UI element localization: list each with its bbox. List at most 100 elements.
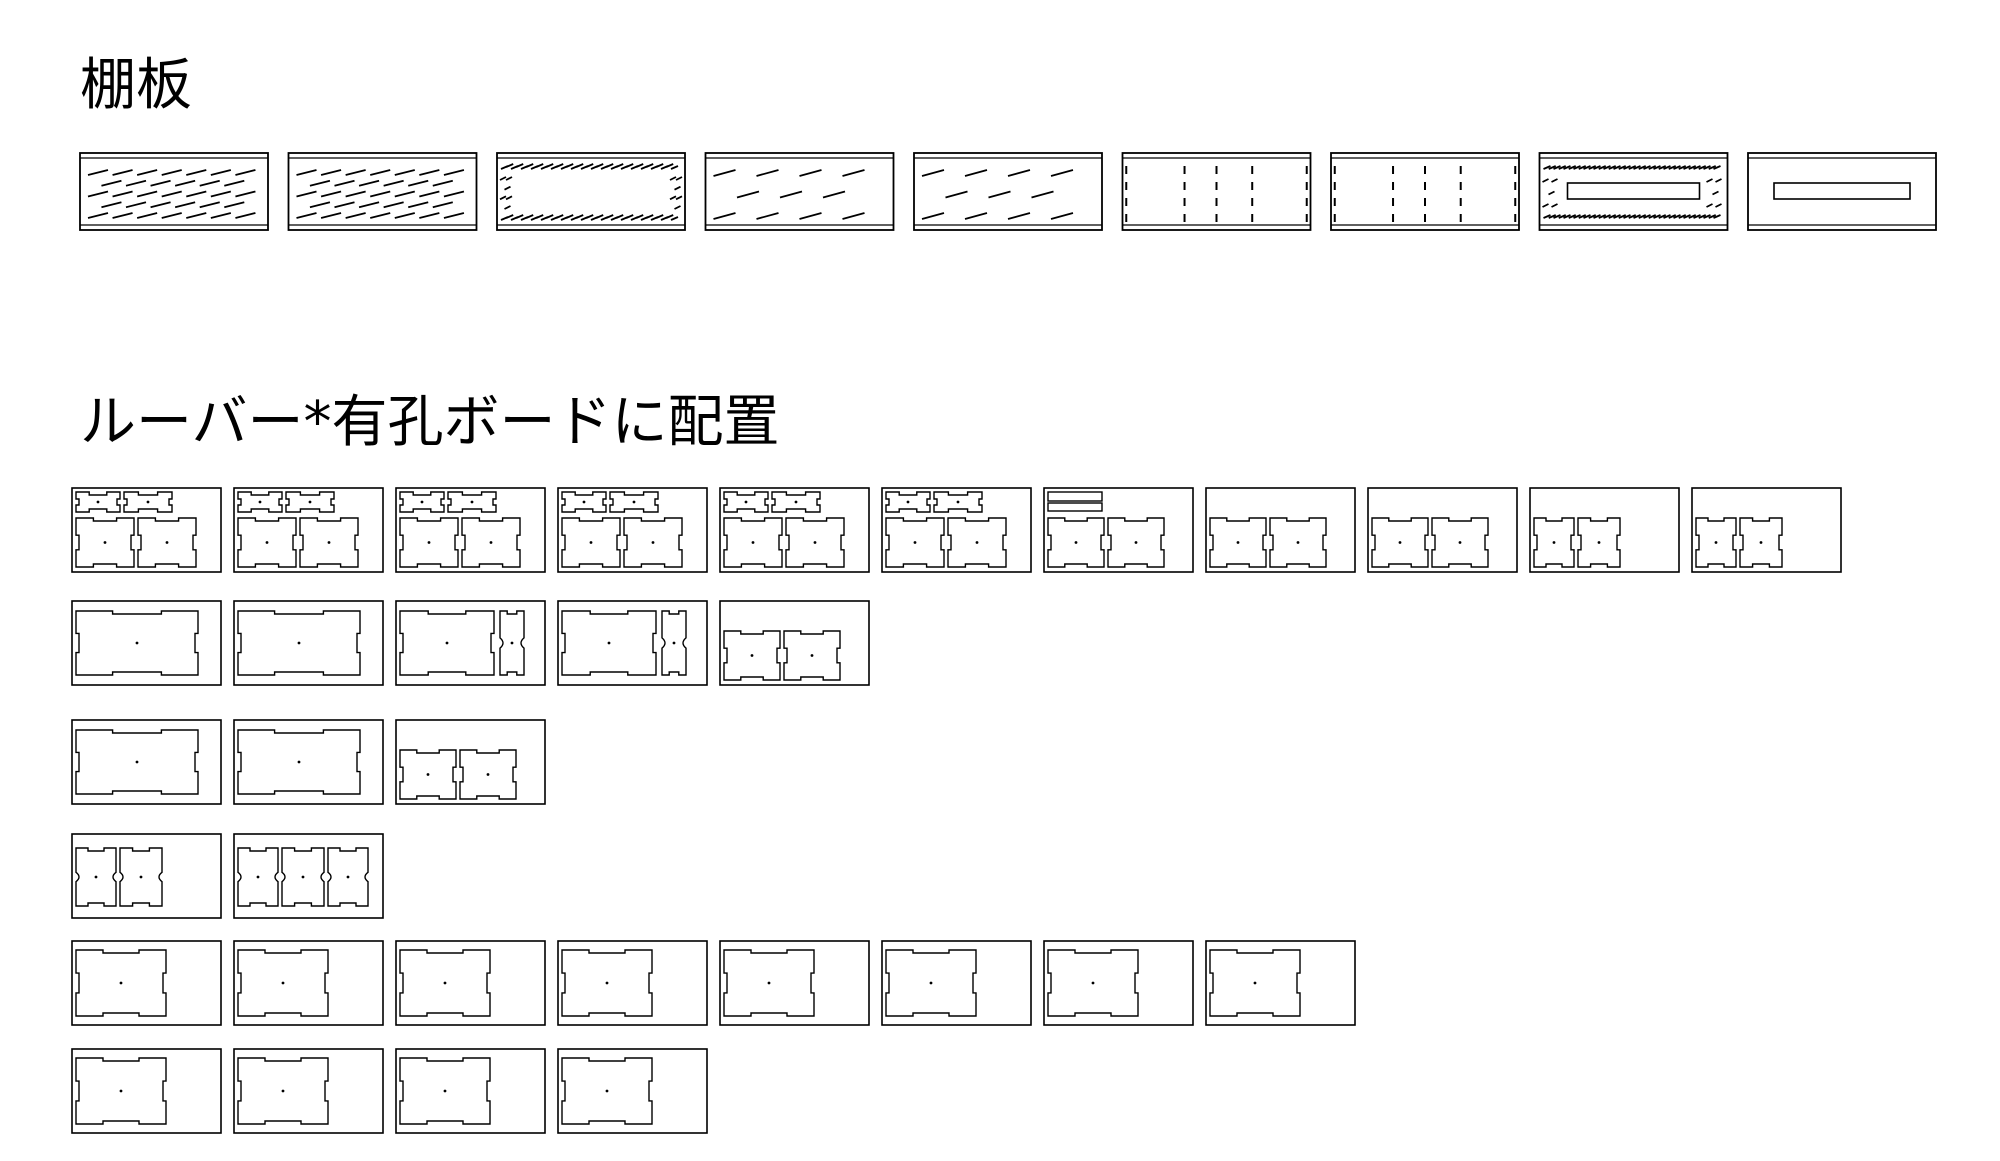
hatch-stroke [150, 201, 171, 209]
hatch-stroke [842, 212, 865, 220]
hatch-stroke [535, 163, 544, 168]
single-panel [75, 1057, 167, 1125]
panel-marker [94, 875, 98, 879]
wide-panel [75, 729, 199, 795]
hatch-stroke [635, 214, 644, 219]
panel-marker [427, 541, 431, 544]
hatch-stroke [1573, 214, 1581, 219]
hatch-stroke [1678, 214, 1687, 219]
panel-marker [327, 541, 331, 544]
hatch-stroke [1578, 165, 1587, 170]
hatch-stroke [101, 179, 122, 187]
louver-board [1205, 940, 1356, 1026]
panel-marker [1458, 541, 1462, 544]
louver-board [1043, 940, 1194, 1026]
hatch-stroke [125, 201, 147, 209]
louver-board [71, 1048, 222, 1134]
narrow-panel [327, 847, 369, 907]
hatch-stroke [369, 190, 391, 198]
panel-marker [1091, 981, 1095, 985]
hatch-stroke [161, 212, 182, 219]
hatch-stroke [1007, 212, 1031, 220]
hatch-stroke [87, 212, 109, 219]
hatch-stroke [504, 205, 511, 210]
hatch-stroke [1643, 214, 1651, 219]
panel-marker [751, 541, 755, 544]
large-panel [461, 517, 521, 568]
small-panel [123, 491, 173, 513]
panel-marker [1074, 541, 1078, 544]
hatch-stroke [1618, 165, 1627, 170]
panel-marker [794, 500, 798, 504]
panel-marker [281, 981, 285, 985]
hatch-stroke [112, 190, 133, 198]
hatch-stroke [1613, 214, 1621, 219]
hatch-stroke [615, 163, 624, 168]
panel-marker [810, 654, 814, 657]
hatch-stroke [334, 179, 355, 187]
shelf-board [79, 152, 269, 231]
hatch-stroke [822, 190, 846, 199]
large-panel [785, 517, 845, 568]
single-panel [75, 949, 167, 1017]
hatch-stroke [499, 195, 507, 201]
hatch-stroke [505, 176, 513, 181]
panel-marker [956, 500, 960, 504]
hatch-stroke [1668, 165, 1677, 170]
strip-panel [499, 610, 525, 676]
hatch-stroke [799, 212, 822, 220]
hatch-stroke [565, 214, 574, 219]
hatch-stroke [224, 179, 245, 187]
large-panel [623, 517, 683, 568]
single-panel [237, 949, 329, 1017]
louver-board [557, 600, 708, 686]
louver-board [71, 719, 222, 805]
shelf-board [496, 152, 686, 231]
hatch-stroke [964, 212, 988, 220]
hatch-stroke [1713, 165, 1721, 170]
single-panel [885, 949, 977, 1017]
louver-board-outline [1367, 487, 1518, 573]
panel-marker [1759, 541, 1763, 544]
shelf-board-outline [79, 152, 269, 231]
large-panel [1107, 517, 1165, 568]
large-panel [137, 517, 197, 568]
hatch-stroke [1578, 214, 1587, 219]
hatch-stroke [320, 212, 342, 219]
small-panel [285, 491, 335, 513]
hatch-stroke [358, 179, 380, 187]
louver-board-outline [395, 940, 546, 1026]
panel-marker [607, 641, 611, 645]
panel-marker [1134, 541, 1138, 544]
louver-board-outline [233, 940, 384, 1026]
hatch-stroke [505, 163, 514, 168]
hatch-stroke [199, 179, 220, 187]
narrow-panel [1533, 517, 1575, 568]
hatch-stroke [1653, 214, 1661, 219]
hatch-stroke [150, 179, 171, 187]
small-panel [399, 491, 445, 513]
panel-marker [1597, 541, 1601, 544]
hatch-stroke [669, 176, 677, 181]
shelf-board-outline [704, 152, 895, 231]
hatch-stroke [1643, 165, 1651, 170]
panel-marker [297, 641, 301, 645]
hatch-stroke [407, 179, 429, 187]
hatch-stroke [235, 169, 256, 176]
louver-board-outline [71, 719, 222, 805]
hatch-stroke [669, 195, 677, 201]
hatch-stroke [665, 163, 674, 168]
hatch-stroke [87, 190, 109, 198]
hatch-stroke [1648, 165, 1657, 170]
hatch-stroke [174, 179, 196, 187]
hatch-stroke [1558, 214, 1567, 219]
hatch-stroke [921, 212, 945, 220]
louver-board-outline [881, 940, 1032, 1026]
hatch-stroke [1683, 165, 1691, 170]
louver-board-outline [881, 487, 1032, 573]
hatch-stroke [1703, 214, 1711, 219]
louver-board [1043, 487, 1194, 573]
panel-marker [589, 541, 593, 544]
panel-marker [486, 773, 490, 776]
